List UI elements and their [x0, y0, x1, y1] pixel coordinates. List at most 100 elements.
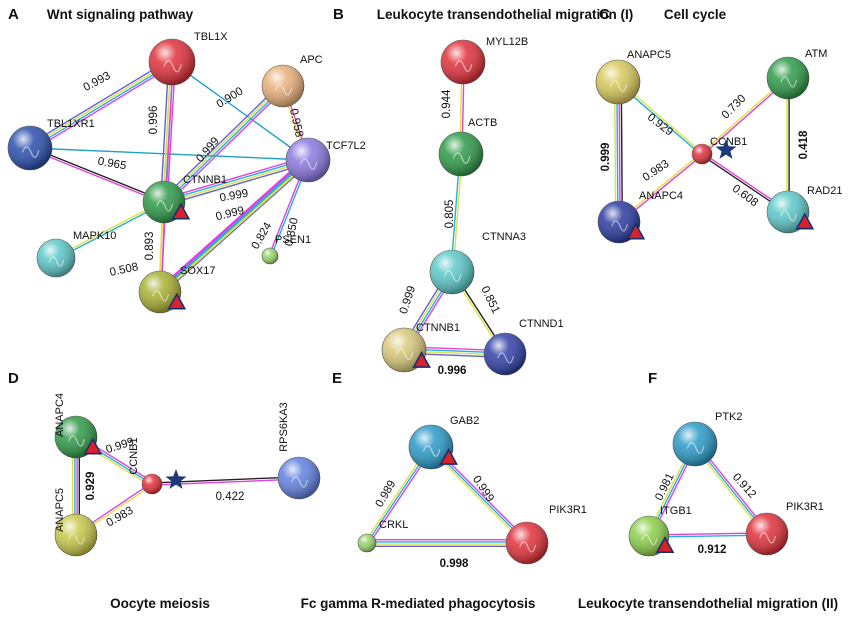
- node-sphere-shine: [139, 271, 181, 313]
- protein-structure-icon: [163, 60, 182, 73]
- panel-c-node-label: ATM: [805, 48, 827, 60]
- edge-evidence-line: [157, 157, 307, 291]
- panel-a-edge-score: 0.893: [144, 232, 156, 261]
- edge-evidence-line: [29, 148, 164, 204]
- edge-evidence-line: [29, 60, 172, 148]
- panel-a-node-psen1: [261, 247, 279, 265]
- node-sphere-shine: [37, 239, 75, 277]
- panel-f-node-itgb1: [628, 515, 670, 557]
- edge-evidence-line: [158, 158, 308, 292]
- panel-b-edge-score: 0.805: [444, 200, 456, 229]
- panel-b-letter: B: [333, 6, 344, 23]
- edge-evidence-line: [163, 158, 308, 202]
- node-sphere-shine: [767, 57, 809, 99]
- protein-structure-icon: [780, 210, 797, 222]
- node-sphere-shine: [142, 474, 162, 494]
- panel-f-node-label: PTK2: [715, 411, 743, 423]
- panel-c-edge-score: 0.929: [645, 111, 675, 138]
- edge-evidence-line: [159, 159, 309, 293]
- protein-structure-icon: [68, 435, 85, 447]
- edge-evidence-line: [160, 161, 310, 295]
- panel-a-node-tbl1x: [148, 38, 196, 86]
- panel-a-edge-ctnnb1-tcf7l2: [162, 156, 310, 206]
- panel-a-edge-tbl1x-tcf7l2: [171, 61, 309, 161]
- query-triangle-icon: [171, 202, 191, 220]
- edge-evidence-line: [161, 83, 282, 201]
- panel-d-node-anapc5: [54, 513, 98, 557]
- query-triangle-icon: [655, 536, 675, 553]
- panel-c-edge-score: 0.608: [730, 183, 760, 210]
- protein-structure-icon: [611, 220, 628, 232]
- panel-a-edge-sox17-tcf7l2: [158, 157, 310, 295]
- edge-evidence-line: [27, 58, 171, 146]
- panel-a-edge-score: 0.999: [219, 188, 249, 205]
- edge-evidence-line: [164, 160, 309, 204]
- node-sphere-shine: [286, 138, 330, 182]
- panel-b-node-label: ACTB: [468, 117, 497, 129]
- panel-d-node-label: ANAPC4: [54, 393, 66, 437]
- protein-structure-icon: [299, 158, 318, 170]
- edge-evidence-line: [160, 62, 174, 293]
- panel-c-node-rad21: [766, 190, 810, 234]
- protein-structure-icon: [641, 534, 658, 546]
- query-triangle-icon: [626, 222, 646, 240]
- edge-evidence-line: [620, 81, 623, 222]
- panel-a-edge-score: 0.824: [250, 220, 275, 251]
- panel-b-title: Leukocyte transendothelial migration (I): [377, 7, 634, 22]
- panel-e-node-gab2: [408, 424, 454, 470]
- node-sphere-shine: [439, 132, 483, 176]
- panel-e-node-crkl: [357, 533, 377, 553]
- protein-structure-icon: [21, 146, 40, 158]
- node-sphere-shine: [746, 513, 788, 555]
- edge-evidence-line: [164, 162, 310, 206]
- panel-c-node-ccnb1: [691, 143, 713, 165]
- panel-a-node-ctnnb1: [142, 180, 186, 224]
- panel-c-node-label: CCNB1: [710, 136, 747, 148]
- panel-c-node-atm: [766, 56, 810, 100]
- panel-b-edge-score: 0.944: [441, 89, 453, 118]
- query-triangle-icon: [795, 212, 815, 230]
- panel-e-node-label: GAB2: [450, 415, 479, 427]
- panel-d-node-rps6ka3: [277, 456, 321, 500]
- panel-a-edge-score: 0.958: [287, 108, 305, 139]
- panel-a-letter: A: [8, 6, 19, 23]
- protein-structure-icon: [759, 532, 776, 544]
- protein-structure-icon: [443, 270, 462, 282]
- panel-e-title: Fc gamma R-mediated phagocytosis: [301, 596, 536, 611]
- query-triangle-icon: [412, 351, 431, 368]
- protein-structure-icon: [686, 442, 705, 454]
- node-sphere-shine: [262, 65, 304, 107]
- panel-a-node-label: TBL1X: [194, 31, 228, 43]
- panel-b-node-ctnnd1: [483, 332, 527, 376]
- panel-d-node-label: ANAPC5: [54, 488, 66, 532]
- panel-c-edge-score: 0.730: [720, 93, 749, 122]
- node-sphere-shine: [629, 516, 669, 556]
- panel-a-edge-apc-ctnnb1: [161, 83, 286, 205]
- protein-structure-icon: [395, 348, 414, 360]
- panel-f-edge-score: 0.912: [698, 544, 727, 556]
- panel-e-node-label: PIK3R1: [549, 504, 587, 516]
- panel-a-edge-tbl1x-sox17: [158, 61, 174, 293]
- query-triangle-icon: [167, 292, 187, 310]
- panel-a-node-apc: [261, 64, 305, 108]
- edge-evidence-line: [162, 156, 308, 200]
- node-sphere-shine: [278, 457, 320, 499]
- panel-d-letter: D: [8, 370, 19, 387]
- panel-b-node-actb: [438, 131, 484, 177]
- node-sphere-shine: [55, 416, 97, 458]
- panel-d-edge-score: 0.983: [105, 505, 136, 530]
- query-triangle-icon: [439, 448, 458, 465]
- edge-evidence-line: [160, 160, 310, 294]
- panel-a-node-label: SOX17: [180, 265, 215, 277]
- panel-c-edge-atm-rad21: [786, 78, 790, 212]
- edge-evidence-line: [160, 61, 170, 202]
- panel-c-node-label: ANAPC4: [639, 190, 683, 202]
- node-sphere-shine: [673, 422, 717, 466]
- protein-structure-icon: [780, 76, 797, 88]
- node-sphere-shine: [382, 328, 426, 372]
- panel-e-letter: E: [332, 370, 342, 387]
- panel-a-edge-score: 0.996: [148, 106, 160, 135]
- panel-c-edge-score: 0.983: [641, 158, 672, 184]
- node-sphere-shine: [598, 201, 640, 243]
